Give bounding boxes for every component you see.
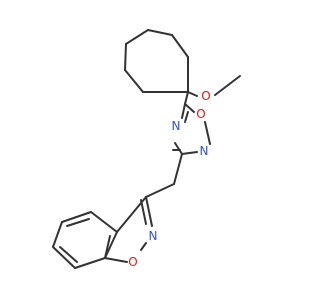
bond (104, 257, 128, 263)
bond (74, 257, 106, 269)
bond (145, 183, 175, 198)
bond (214, 75, 241, 96)
bond (116, 196, 147, 233)
bond (147, 29, 173, 36)
atom-labels: O O N N N O (128, 89, 210, 269)
oxadiazole-oxygen-label: O (196, 107, 205, 121)
bond-lines (52, 29, 241, 269)
oxadiazole-nitrogen-right-label: N (200, 144, 209, 158)
bond (173, 153, 183, 185)
bond (181, 151, 198, 155)
bond (204, 121, 211, 145)
bond (184, 111, 189, 123)
isoxazole-oxygen-label: O (128, 255, 137, 269)
bond (125, 29, 149, 45)
bond (66, 218, 90, 227)
bond (174, 142, 183, 155)
molecule-structure: O O N N N O (52, 29, 241, 269)
molecule-canvas: O O N N N O (52, 29, 241, 269)
bond (187, 91, 198, 97)
bond (184, 103, 195, 113)
bond (140, 242, 147, 251)
bond (52, 221, 63, 248)
isoxazole-nitrogen-label: N (149, 229, 158, 243)
bond (181, 103, 186, 119)
bond (145, 196, 153, 227)
bond (104, 235, 111, 259)
bond (61, 211, 92, 223)
bond (59, 246, 78, 263)
bond (52, 246, 76, 269)
bond (90, 211, 118, 233)
bond (124, 69, 144, 93)
bond (124, 43, 127, 71)
methoxy-oxygen-label: O (201, 89, 210, 103)
oxadiazole-nitrogen-left-label: N (172, 119, 181, 133)
bond (140, 199, 147, 225)
bond (184, 91, 189, 105)
bond (171, 34, 189, 58)
